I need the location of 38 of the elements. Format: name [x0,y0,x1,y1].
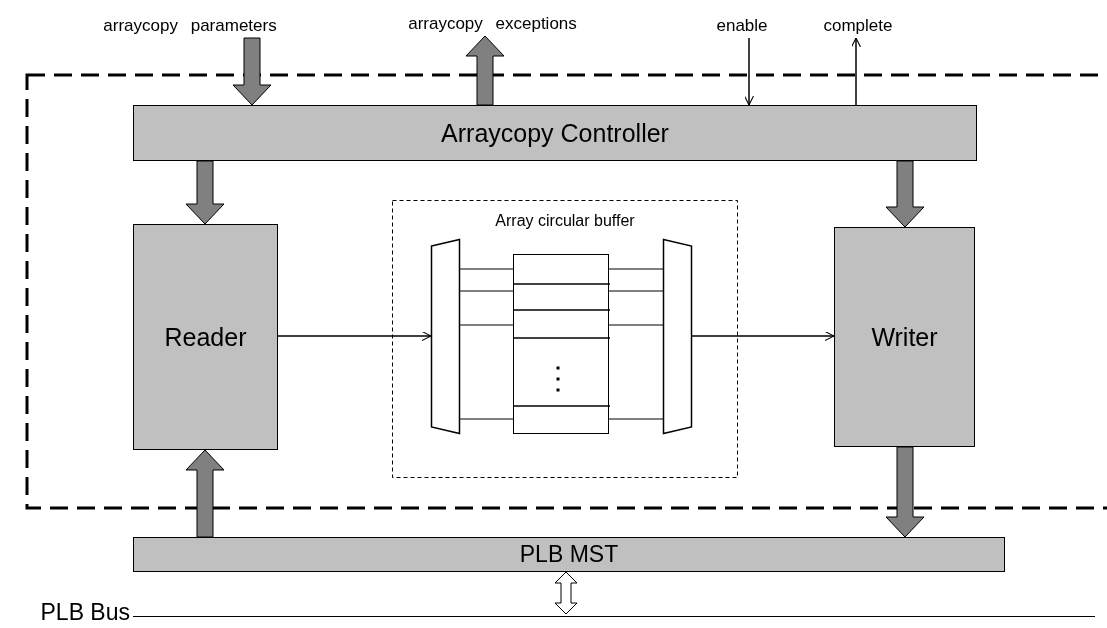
connector-line [608,290,664,292]
module-box [133,105,977,161]
connector-line [459,418,514,420]
block-arrow [885,446,925,538]
register-file [513,254,609,434]
dashed-group-box [392,200,738,478]
bus-label: PLB Bus [40,599,130,625]
signal-label: complete [822,15,894,37]
module-box [834,227,975,447]
connector-line [608,418,664,420]
multiplexer-shape [431,239,460,434]
arrow [691,330,835,342]
module-label: Arraycopy Controller [440,117,670,149]
module-label: Reader [163,321,248,353]
arrow [277,330,432,342]
block-arrow [185,160,225,225]
arrow [850,37,862,106]
block-arrow [554,571,578,615]
demultiplexer-shape [663,239,692,434]
signal-label: enable [715,15,769,37]
signal-label: arraycopy parameters [102,15,278,37]
arrow [743,37,755,106]
module-label: PLB MST [518,540,620,569]
module-label: Writer [870,321,939,353]
block-arrow [232,37,272,106]
block-arrow [465,35,505,106]
module-box [133,224,278,450]
module-box [133,537,1005,572]
connector-line [459,324,514,326]
connector-line [608,268,664,270]
connector-line [459,290,514,292]
group-title: Array circular buffer [494,212,636,230]
signal-label: arraycopy exceptions [407,13,578,35]
connector-line [608,324,664,326]
connector-line [459,268,514,270]
block-arrow [185,449,225,538]
dashed-boundary [27,75,1107,508]
block-arrow [885,160,925,228]
